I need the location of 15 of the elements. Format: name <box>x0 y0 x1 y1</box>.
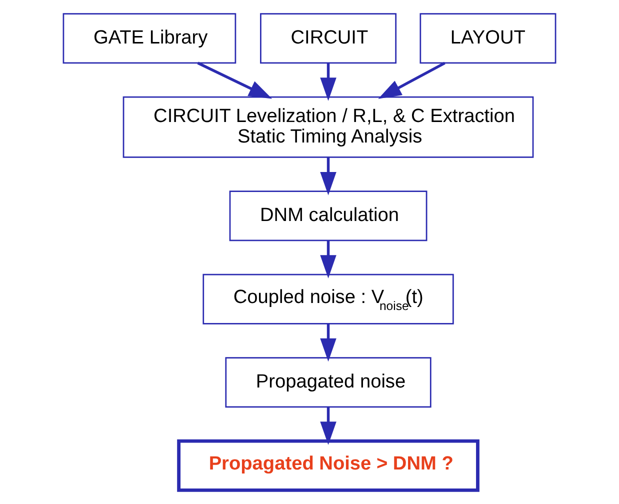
node-box: LAYOUT <box>420 13 556 64</box>
node-box: Propagated noise <box>225 357 432 408</box>
arrow <box>197 62 272 99</box>
node-box: GATE Library <box>62 13 236 64</box>
arrow <box>320 407 336 445</box>
node-box: Coupled noise : V$_{noise}$(t) <box>202 274 454 324</box>
arrow <box>320 324 336 362</box>
arrow <box>320 240 336 278</box>
arrow <box>378 62 446 99</box>
arrow <box>320 63 336 101</box>
node-box: CIRCUIT Levelization / R,L, & C Extraction Static Timing Analysis <box>122 96 534 158</box>
arrow <box>320 158 336 196</box>
node-box: DNM calculation <box>229 190 428 242</box>
node-box: CIRCUIT <box>260 13 397 64</box>
node-box: Propagated Noise > DNM ? <box>177 439 480 492</box>
